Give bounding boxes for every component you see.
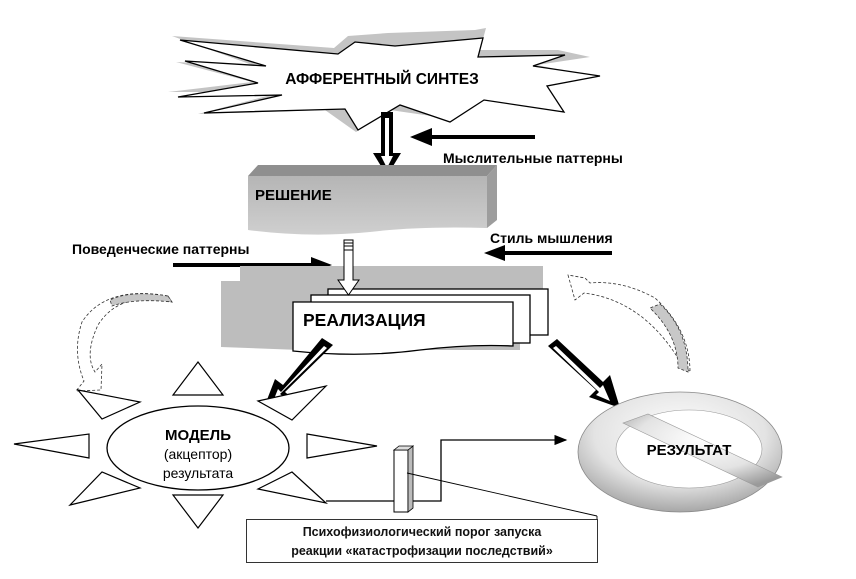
thinking-style-label: Стиль мышления [490, 230, 613, 246]
threshold-caption-line2: реакции «катастрофизации последствий» [291, 544, 553, 558]
decision-block: РЕШЕНИЕ [248, 165, 497, 235]
decision-to-implementation-arrow [337, 239, 360, 296]
sun-ray [68, 471, 142, 507]
sun-ray [13, 433, 90, 459]
threshold-bar [393, 449, 409, 513]
afferent-synthesis-burst: АФФЕРЕНТНЫЙ СИНТЕЗ [168, 28, 601, 132]
implementation-label: РЕАЛИЗАЦИЯ [303, 310, 426, 330]
thinking-style-input: Стиль мышления [484, 230, 613, 261]
sun-ray [76, 389, 142, 420]
left-feedback-curved-arrow [75, 293, 173, 392]
result-prohibition-sign: РЕЗУЛЬТАТ [577, 391, 783, 513]
model-ellipse [106, 405, 290, 491]
behavioral-patterns-input: Поведенческие паттерны [72, 241, 332, 273]
behavioral-patterns-label: Поведенческие паттерны [72, 241, 249, 257]
implementation-to-model-arrow [265, 338, 333, 405]
implementation-block: РЕАЛИЗАЦИЯ [221, 266, 549, 355]
sun-ray [306, 433, 378, 459]
result-label: РЕЗУЛЬТАТ [647, 442, 732, 459]
thinking-patterns-label: Мыслительные паттерны [443, 150, 623, 166]
model-label-title: МОДЕЛЬ [165, 427, 231, 444]
threshold-connector [326, 434, 598, 528]
sun-ray [256, 471, 329, 505]
burst-to-decision-arrow [373, 112, 401, 176]
implementation-to-result-arrow [548, 339, 620, 408]
model-label-acceptor: (акцептор) [164, 446, 232, 462]
sun-ray [171, 361, 225, 396]
model-label-result: результата [163, 465, 234, 481]
burst-shape [177, 37, 601, 131]
threshold-caption: Психофизиологический порог запуска реакц… [246, 519, 598, 563]
model-sun: МОДЕЛЬ (акцептор) результата [13, 361, 378, 529]
thinking-patterns-input: Мыслительные паттерны [410, 128, 623, 166]
sun-ray [171, 494, 225, 529]
sun-ray [256, 384, 328, 421]
threshold-caption-line1: Психофизиологический порог запуска [302, 525, 542, 539]
threshold-callout-line [406, 472, 598, 517]
decision-label: РЕШЕНИЕ [255, 187, 332, 204]
right-feedback-curved-arrow [567, 274, 691, 374]
afferent-synthesis-label: АФФЕРЕНТНЫЙ СИНТЕЗ [285, 70, 479, 88]
